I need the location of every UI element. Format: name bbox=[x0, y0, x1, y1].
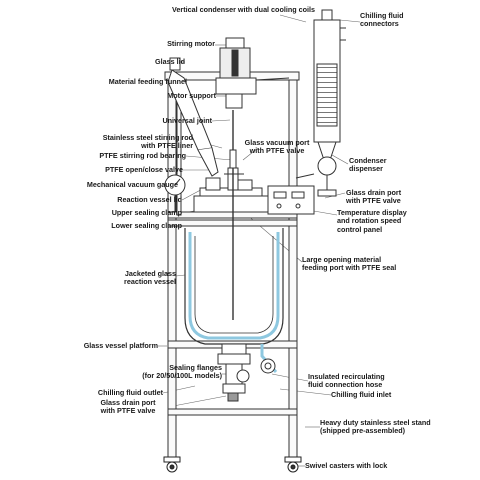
label-upper-sealing-clamp: Upper sealing clamp bbox=[111, 208, 182, 217]
swivel-casters bbox=[163, 456, 302, 473]
label-glass-drain-port-top: Glass drain port with PTFE valve bbox=[346, 188, 402, 206]
label-stirring-rod: Stainless steel stirring rod with PTFE l… bbox=[102, 133, 193, 151]
label-ptfe-open-close-valve: PTFE open/close valve bbox=[105, 165, 183, 174]
label-glass-vacuum-port: Glass vacuum port with PTFE valve bbox=[244, 138, 310, 156]
label-jacketed-vessel: Jacketed glass reaction vessel bbox=[124, 269, 176, 287]
label-large-opening-port: Large opening material feeding port with… bbox=[302, 255, 397, 273]
feeding-funnel bbox=[167, 57, 219, 177]
label-stainless-steel-stand: Heavy duty stainless steel stand (shippe… bbox=[320, 418, 431, 436]
label-vertical-condenser: Vertical condenser with dual cooling coi… bbox=[172, 5, 315, 14]
jacketed-glass-vessel bbox=[184, 228, 284, 345]
label-mechanical-vacuum-gauge: Mechanical vacuum gauge bbox=[86, 180, 178, 189]
label-temperature-display: Temperature display and rotation speed c… bbox=[337, 208, 407, 234]
label-chilling-fluid-outlet: Chilling fluid outlet bbox=[97, 388, 163, 397]
label-insulated-hose: Insulated recirculating fluid connection… bbox=[308, 372, 385, 390]
label-stirring-motor: Stirring motor bbox=[167, 39, 215, 48]
label-glass-drain-port-bottom: Glass drain port with PTFE valve bbox=[100, 398, 156, 416]
vertical-condenser bbox=[295, 9, 346, 197]
stirring-motor bbox=[215, 37, 290, 109]
label-condenser-dispenser: Condenser dispenser bbox=[349, 156, 387, 174]
vessel-lid-assembly bbox=[193, 110, 269, 320]
label-swivel-casters: Swivel casters with lock bbox=[305, 461, 388, 470]
bottom-drain-and-hoses bbox=[217, 343, 278, 402]
label-chilling-fluid-inlet: Chilling fluid inlet bbox=[331, 390, 392, 399]
label-motor-support: Motor support bbox=[167, 91, 216, 100]
label-glass-vessel-platform: Glass vessel platform bbox=[83, 341, 158, 350]
label-reaction-vessel-lid: Reaction vessel lid bbox=[117, 195, 182, 204]
control-panel-box bbox=[267, 185, 315, 215]
label-sealing-flanges: Sealing flanges (for 20/50/100L models) bbox=[142, 363, 222, 381]
label-ptfe-rod-bearing: PTFE stirring rod bearing bbox=[99, 151, 186, 160]
label-lower-sealing-clamp: Lower sealing clamp bbox=[111, 221, 182, 230]
label-glass-lid: Glass lid bbox=[155, 57, 185, 66]
vacuum-gauge bbox=[164, 174, 186, 212]
label-chilling-fluid-connectors: Chilling fluid connectors bbox=[360, 11, 404, 29]
label-material-feeding-funnel: Material feeding funnel bbox=[108, 77, 187, 86]
label-universal-joint: Universal joint bbox=[162, 116, 212, 125]
